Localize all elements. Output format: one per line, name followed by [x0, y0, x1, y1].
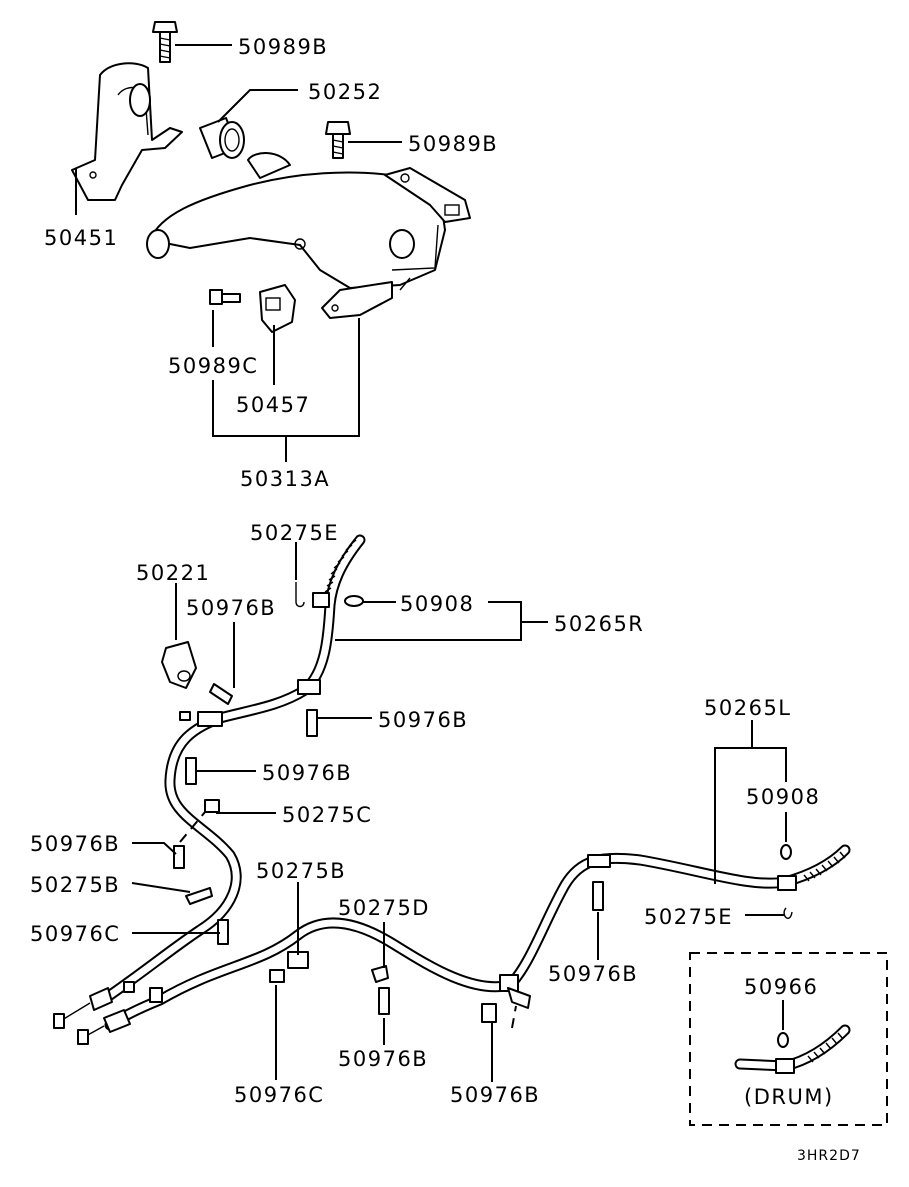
label-50976B-f: 50976B	[548, 962, 638, 986]
label-50265L: 50265L	[704, 696, 792, 720]
bolt-50989B-mid-drawing	[325, 121, 351, 159]
label-50976B-e: 50976B	[338, 1047, 428, 1071]
label-50313A: 50313A	[240, 467, 330, 491]
label-50989B-top: 50989B	[238, 35, 328, 59]
cable-50265L-drawing	[77, 844, 851, 1045]
label-50252: 50252	[308, 80, 382, 104]
label-50989C: 50989C	[168, 354, 258, 378]
label-50451: 50451	[44, 226, 118, 250]
label-50275E-right: 50275E	[644, 905, 733, 929]
lever-bracket-50451-drawing	[71, 62, 183, 201]
label-50976B-d: 50976B	[30, 832, 120, 856]
switch-50457-drawing	[259, 284, 296, 333]
label-50976B-c: 50976B	[262, 761, 352, 785]
label-50908-top: 50908	[400, 592, 474, 616]
label-50275B-left: 50275B	[30, 873, 120, 897]
label-50989B-mid: 50989B	[408, 132, 498, 156]
label-50966: 50966	[744, 975, 818, 999]
upper-leader-lines	[75, 44, 402, 462]
label-50457: 50457	[236, 393, 310, 417]
label-50908-right: 50908	[746, 785, 820, 809]
label-50976B-g: 50976B	[450, 1083, 540, 1107]
cable-50265R-drawing	[53, 534, 366, 1029]
parking-brake-lever-drawing	[146, 152, 471, 319]
label-50275D: 50275D	[338, 896, 430, 920]
drum-inset-box	[689, 952, 888, 1126]
label-50976B-b: 50976B	[378, 708, 468, 732]
bolt-50989C-drawing	[209, 289, 241, 305]
bushing-50252-drawing	[199, 117, 245, 159]
drum-note-label: (DRUM)	[744, 1085, 834, 1109]
label-50275E-top: 50275E	[250, 521, 339, 545]
label-50221: 50221	[136, 561, 210, 585]
lower-leader-lines	[131, 542, 787, 1082]
bolt-50989B-top-drawing	[152, 21, 178, 63]
small-parts-drawing	[161, 582, 793, 1023]
label-50976C-left: 50976C	[30, 922, 120, 946]
part-labels: 50989B 50252 50989B 50451 50989C 50457 5…	[30, 35, 861, 1164]
label-50976C-bottom: 50976C	[234, 1083, 324, 1107]
diagram-code: 3HR2D7	[797, 1148, 861, 1164]
label-50265R: 50265R	[554, 612, 644, 636]
label-50976B-a: 50976B	[186, 596, 276, 620]
label-50275B-mid: 50275B	[256, 859, 346, 883]
label-50275C: 50275C	[282, 803, 372, 827]
